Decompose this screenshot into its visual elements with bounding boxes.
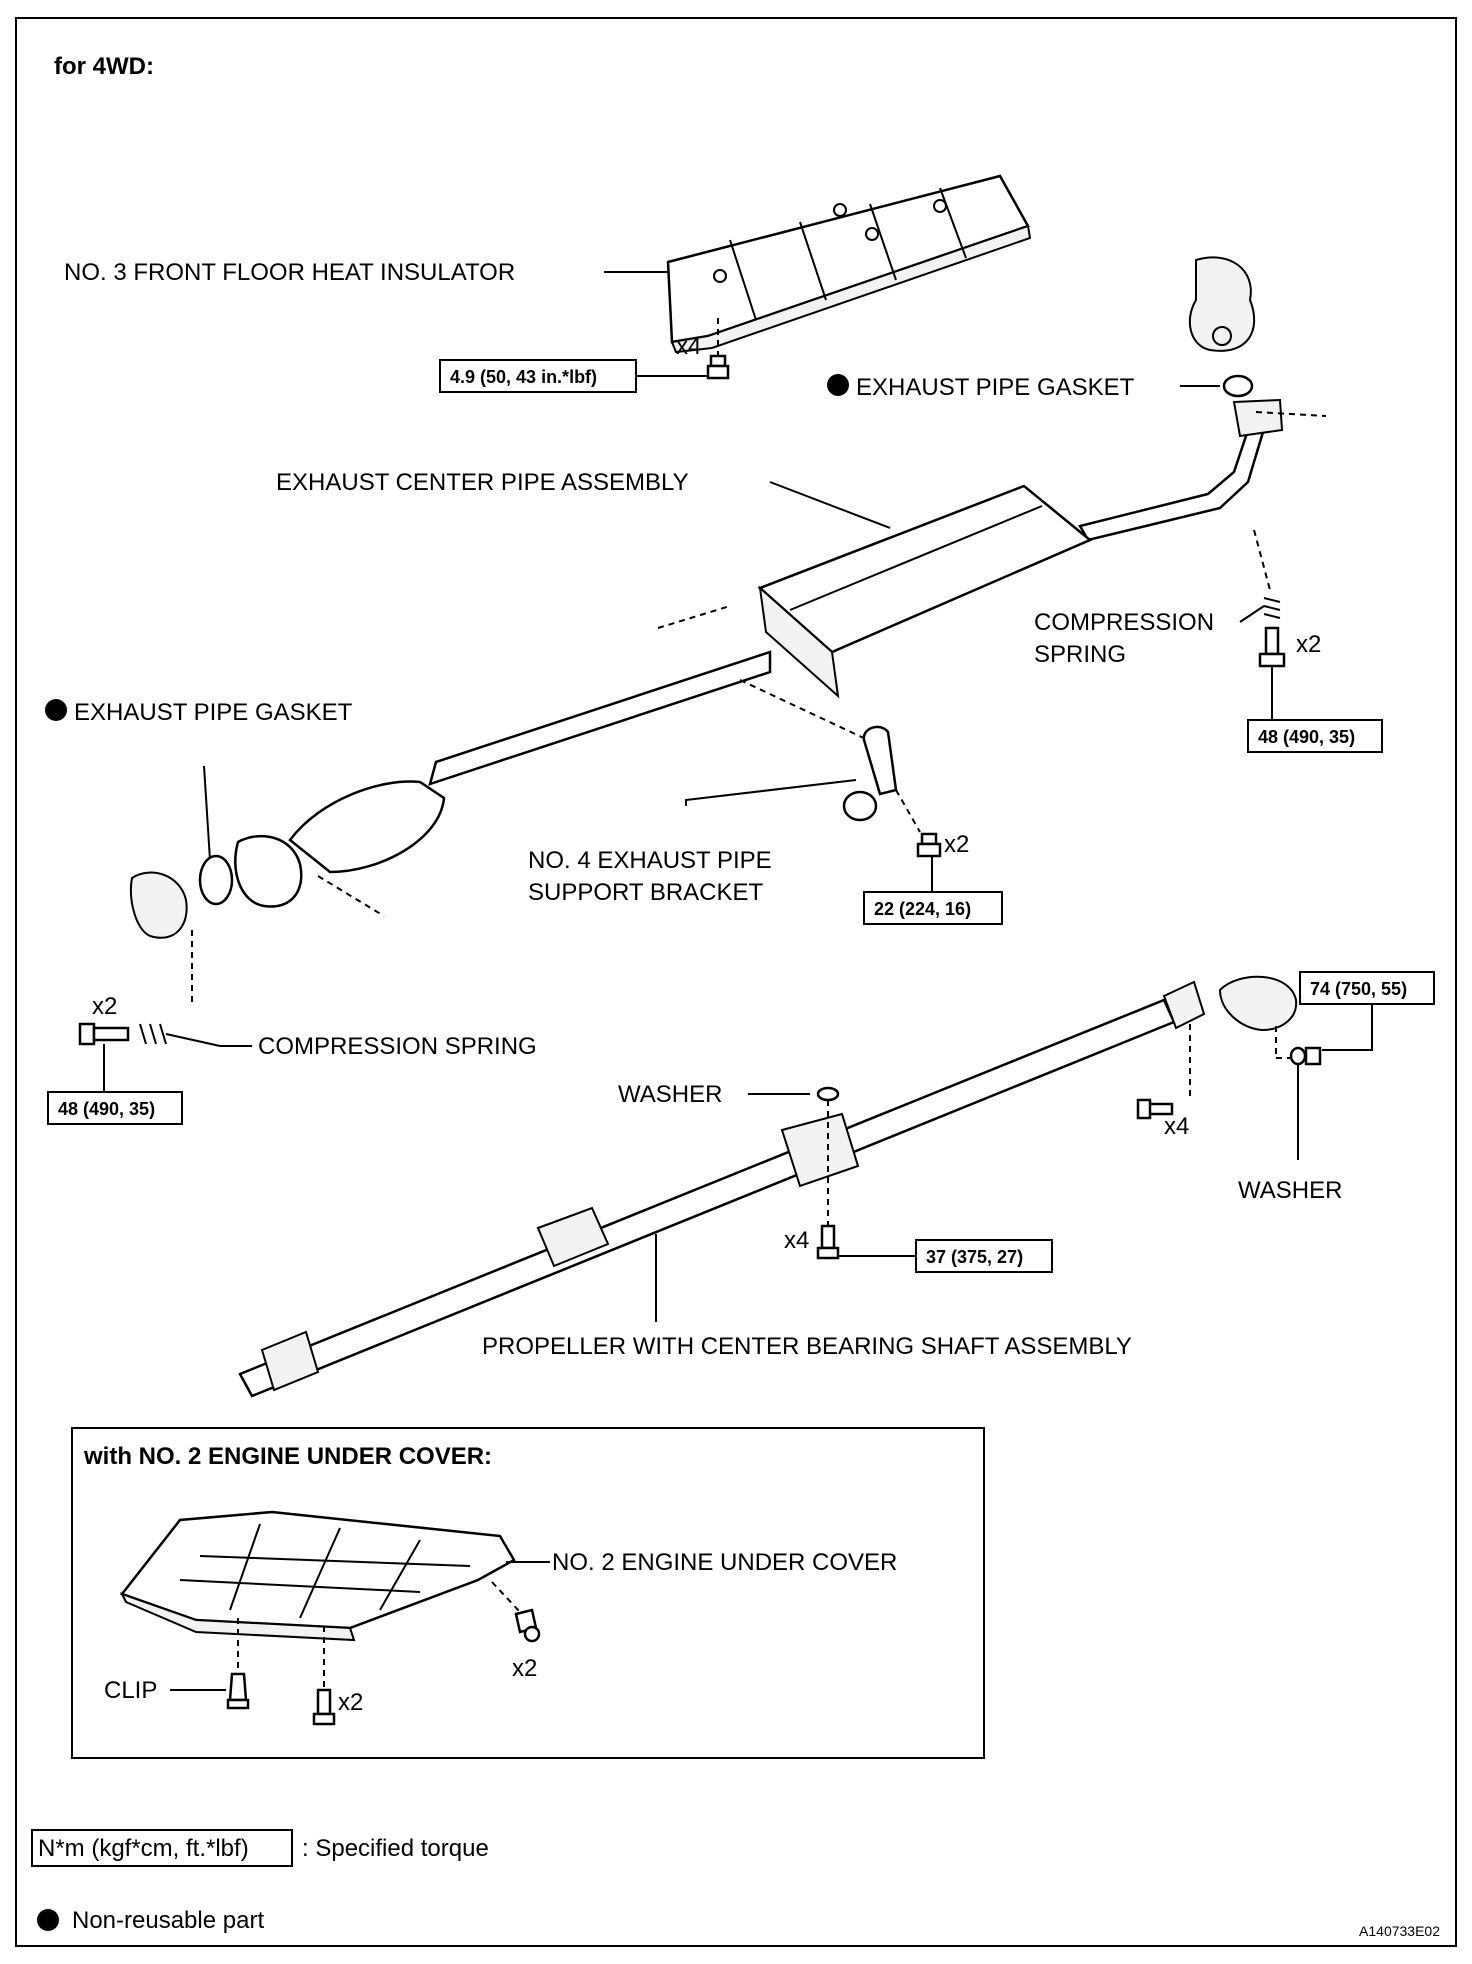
engine-under-cover-drawing [119, 1510, 516, 1642]
figure-code: A140733E02 [1359, 1923, 1440, 1939]
left-bolt-icon [78, 1022, 130, 1046]
right-bolt-torque-box [1247, 719, 1383, 753]
right-bolt-qty: x2 [1296, 631, 1321, 658]
support-bracket-leader [685, 779, 857, 806]
legend-nonreusable-text: Non-reusable part [72, 1907, 264, 1934]
front-pipe-flange-drawing [1188, 256, 1256, 352]
center-pipe-leader [769, 481, 891, 529]
cover-screw-icon [312, 1688, 336, 1726]
front-pipe-drawing [130, 780, 446, 939]
nonreusable-dot-icon [827, 374, 849, 396]
flange-nut-torque-box [1299, 971, 1435, 1005]
washer-right-label: WASHER [1238, 1177, 1342, 1204]
gasket-top-icon [1222, 374, 1254, 398]
bracket-torque-box [863, 891, 1003, 925]
heat-insulator-torque: 4.9 (50, 43 in.*lbf) [450, 367, 597, 387]
compression-spring-left-label: COMPRESSION SPRING [258, 1033, 537, 1060]
clip-label: CLIP [104, 1677, 157, 1704]
right-bolt-icon [1258, 626, 1286, 668]
heat-insulator-label: NO. 3 FRONT FLOOR HEAT INSULATOR [64, 259, 515, 286]
diagram-title: for 4WD: [54, 53, 154, 80]
center-pipe-drawing [428, 398, 1284, 786]
inset-title: with NO. 2 ENGINE UNDER COVER: [83, 1443, 492, 1470]
heat-insulator-bolt-icon [706, 354, 730, 380]
flange-bolt-icon [1136, 1098, 1174, 1120]
engine-under-cover-label: NO. 2 ENGINE UNDER COVER [552, 1549, 897, 1576]
nonreusable-dot-icon [37, 1909, 59, 1931]
heat-insulator-qty: x4 [676, 333, 701, 360]
flange-nut-torque: 74 (750, 55) [1310, 979, 1407, 999]
legend-torque-box [31, 1829, 293, 1867]
heat-insulator-drawing [666, 174, 1032, 354]
center-pipe-label: EXHAUST CENTER PIPE ASSEMBLY [276, 469, 689, 496]
gasket-left-label: EXHAUST PIPE GASKET [74, 699, 353, 726]
right-bolt-torque: 48 (490, 35) [1258, 727, 1355, 747]
compression-spring-left-icon [139, 1023, 167, 1045]
washer-center-label: WASHER [618, 1081, 722, 1108]
compression-spring-right-label-2: SPRING [1034, 641, 1126, 668]
compression-spring-right-icon [1263, 597, 1281, 619]
nonreusable-dot-icon [45, 699, 67, 721]
flange-bolts-qty: x4 [1164, 1113, 1189, 1140]
washer-center-icon [816, 1086, 840, 1102]
gasket-top-label: EXHAUST PIPE GASKET [856, 374, 1135, 401]
compression-spring-right-label-1: COMPRESSION [1034, 609, 1214, 636]
legend-torque-box-text: N*m (kgf*cm, ft.*lbf) [38, 1835, 249, 1862]
cover-bolts-qty: x2 [512, 1655, 537, 1682]
left-bolt-torque: 48 (490, 35) [58, 1099, 155, 1119]
inset-box [71, 1427, 985, 1759]
support-bracket-drawing [842, 725, 898, 822]
left-bolt-torque-box [47, 1091, 183, 1125]
outer-frame [15, 17, 1457, 1947]
propeller-shaft-drawing [238, 975, 1298, 1398]
bracket-label-1: NO. 4 EXHAUST PIPE [528, 847, 772, 874]
flange-nut-icon [1304, 1046, 1322, 1066]
washer-right-icon [1289, 1046, 1307, 1066]
center-bearing-bolt-icon [816, 1224, 840, 1260]
cover-screws-qty: x2 [338, 1689, 363, 1716]
bracket-torque: 22 (224, 16) [874, 899, 971, 919]
cover-bolt-icon [514, 1608, 541, 1643]
propeller-label: PROPELLER WITH CENTER BEARING SHAFT ASSE… [482, 1333, 1132, 1360]
bracket-qty: x2 [944, 831, 969, 858]
left-bolt-qty: x2 [92, 993, 117, 1020]
bracket-bolt-icon [916, 832, 942, 858]
gasket-left-icon [198, 854, 234, 906]
center-bearing-qty: x4 [784, 1227, 809, 1254]
center-bearing-torque-box [915, 1239, 1053, 1273]
center-bearing-torque: 37 (375, 27) [926, 1247, 1023, 1267]
bracket-label-2: SUPPORT BRACKET [528, 879, 764, 906]
legend-torque-text: : Specified torque [302, 1835, 489, 1862]
clip-icon [226, 1672, 250, 1710]
